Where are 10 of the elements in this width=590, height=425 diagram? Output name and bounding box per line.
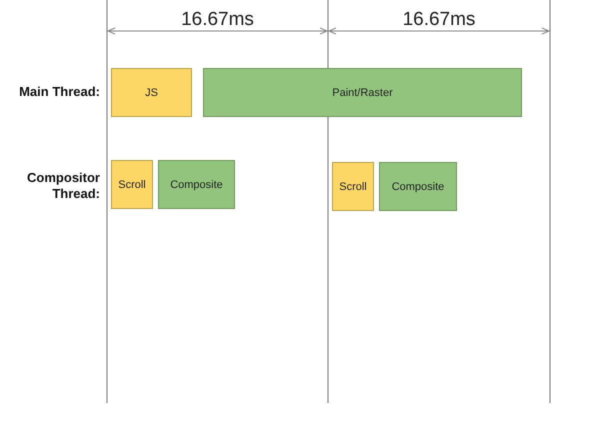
task-block: Composite [379,162,457,211]
thread-label: Compositor Thread: [26,170,100,202]
thread-label: Main Thread: [18,84,100,100]
task-block: Paint/Raster [203,68,522,117]
duration-label: 16.67ms [402,9,476,31]
task-block: Composite [158,160,235,209]
duration-label: 16.67ms [180,9,255,31]
task-block: Scroll [332,162,374,211]
task-block: JS [111,68,192,117]
task-block: Scroll [111,160,153,209]
